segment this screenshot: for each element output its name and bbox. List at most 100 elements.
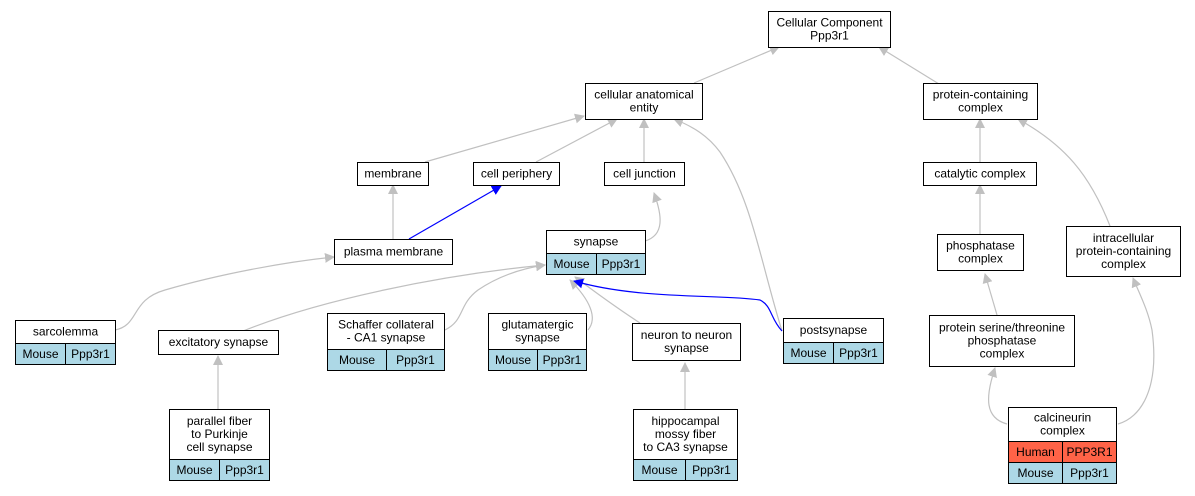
species-label: Mouse	[553, 257, 589, 271]
node-label-line: intracellular	[1093, 231, 1154, 245]
node-label-line: sarcolemma	[33, 325, 99, 339]
node-label-line: complex	[958, 101, 1003, 115]
node-label-line: catalytic complex	[934, 167, 1025, 181]
edge-cae-to-root	[693, 45, 780, 84]
node-label-box	[158, 330, 279, 355]
node-cell-periphery[interactable]: cell periphery	[473, 162, 560, 186]
gene-cell	[537, 349, 587, 371]
node-label-line: protein-containing	[933, 88, 1028, 102]
gene-cell	[386, 349, 445, 371]
node-label-box	[585, 83, 703, 120]
edge-postsynapse-to-cae	[673, 117, 783, 332]
edge-calcineurin-to-intracellular	[1117, 277, 1155, 425]
node-label-line: synapse	[664, 341, 709, 355]
node-label-box	[633, 409, 738, 460]
species-label: Mouse	[176, 463, 212, 477]
gene-label: Ppp3r1	[225, 463, 264, 477]
species-label: Human	[1016, 445, 1055, 459]
node-plasma-membrane[interactable]: plasma membrane	[334, 239, 453, 265]
node-label-line: glutamatergic	[501, 318, 573, 332]
gene-label: Ppp3r1	[692, 463, 731, 477]
node-label-line: hippocampal	[651, 414, 719, 428]
node-protein-serine-threonine-phosphatase-complex[interactable]: protein serine/threoninephosphatasecompl…	[929, 315, 1075, 367]
gene-cell	[833, 342, 884, 364]
node-label-line: entity	[630, 101, 659, 115]
gene-label: Ppp3r1	[839, 346, 878, 360]
node-label-line: membrane	[364, 167, 422, 181]
node-label-box	[604, 162, 685, 186]
node-label-line: plasma membrane	[344, 245, 444, 259]
node-label-line: to Purkinje	[191, 427, 248, 441]
gene-label: PPP3R1	[1066, 445, 1112, 459]
node-label-box	[783, 318, 884, 343]
node-label-line: Cellular Component	[776, 16, 883, 30]
edge-postsynapse-to-synapse	[573, 278, 783, 332]
gene-cell	[1062, 462, 1117, 484]
species-label: Mouse	[641, 463, 677, 477]
node-label-line: mossy fiber	[655, 427, 716, 441]
node-label-box	[357, 162, 429, 186]
species-label: Mouse	[22, 347, 58, 361]
edge-intracellular-to-pcc	[1017, 118, 1111, 227]
node-label-box	[334, 239, 453, 265]
species-label: Mouse	[495, 353, 531, 367]
edge-calcineurin-to-psp	[987, 367, 1008, 425]
edge-synapse-to-junction	[644, 192, 662, 242]
node-label-line: complex	[1101, 257, 1146, 271]
node-label-box	[923, 162, 1037, 186]
gene-label: Ppp3r1	[543, 353, 582, 367]
node-label-box	[937, 234, 1024, 271]
gene-label: Ppp3r1	[396, 353, 435, 367]
species-label: Mouse	[1017, 466, 1053, 480]
node-label-line: synapse	[515, 331, 560, 345]
node-label-line: cell synapse	[186, 440, 252, 454]
node-label-box	[473, 162, 560, 186]
edge-periphery-to-cae	[535, 118, 618, 163]
node-label-line: complex	[1040, 424, 1085, 438]
node-label-line: neuron to neuron	[641, 328, 732, 342]
node-label-box	[929, 315, 1075, 367]
node-label-box	[488, 313, 587, 350]
node-label-line: calcineurin	[1034, 411, 1091, 425]
species-label: Mouse	[790, 346, 826, 360]
node-label-line: cell periphery	[481, 167, 552, 181]
node-label-line: Ppp3r1	[810, 29, 849, 43]
node-label-line: - CA1 synapse	[347, 331, 426, 345]
node-label-box	[923, 83, 1038, 120]
node-label-line: cell junction	[613, 167, 676, 181]
node-label-line: complex	[958, 252, 1003, 266]
node-label-line: postsynapse	[800, 323, 868, 337]
node-label-box	[632, 323, 741, 361]
node-label-line: Schaffer collateral	[338, 318, 434, 332]
node-excitatory-synapse[interactable]: excitatory synapse	[158, 330, 279, 355]
node-label-line: phosphatase	[968, 334, 1037, 348]
edge-layer	[114, 45, 1155, 425]
node-cell-junction[interactable]: cell junction	[604, 162, 685, 186]
node-label-line: synapse	[574, 235, 619, 249]
gene-cell	[685, 459, 738, 481]
node-membrane[interactable]: membrane	[357, 162, 429, 186]
gene-cell	[65, 343, 116, 365]
node-label-line: complex	[980, 347, 1025, 361]
edge-pcc-to-root	[878, 46, 940, 85]
node-label-line: protein serine/threonine	[939, 321, 1065, 335]
edge-psp-to-phosphatase	[982, 273, 998, 316]
node-catalytic-complex[interactable]: catalytic complex	[923, 162, 1037, 186]
gene-cell	[596, 253, 646, 275]
gene-label: Ppp3r1	[1070, 466, 1109, 480]
